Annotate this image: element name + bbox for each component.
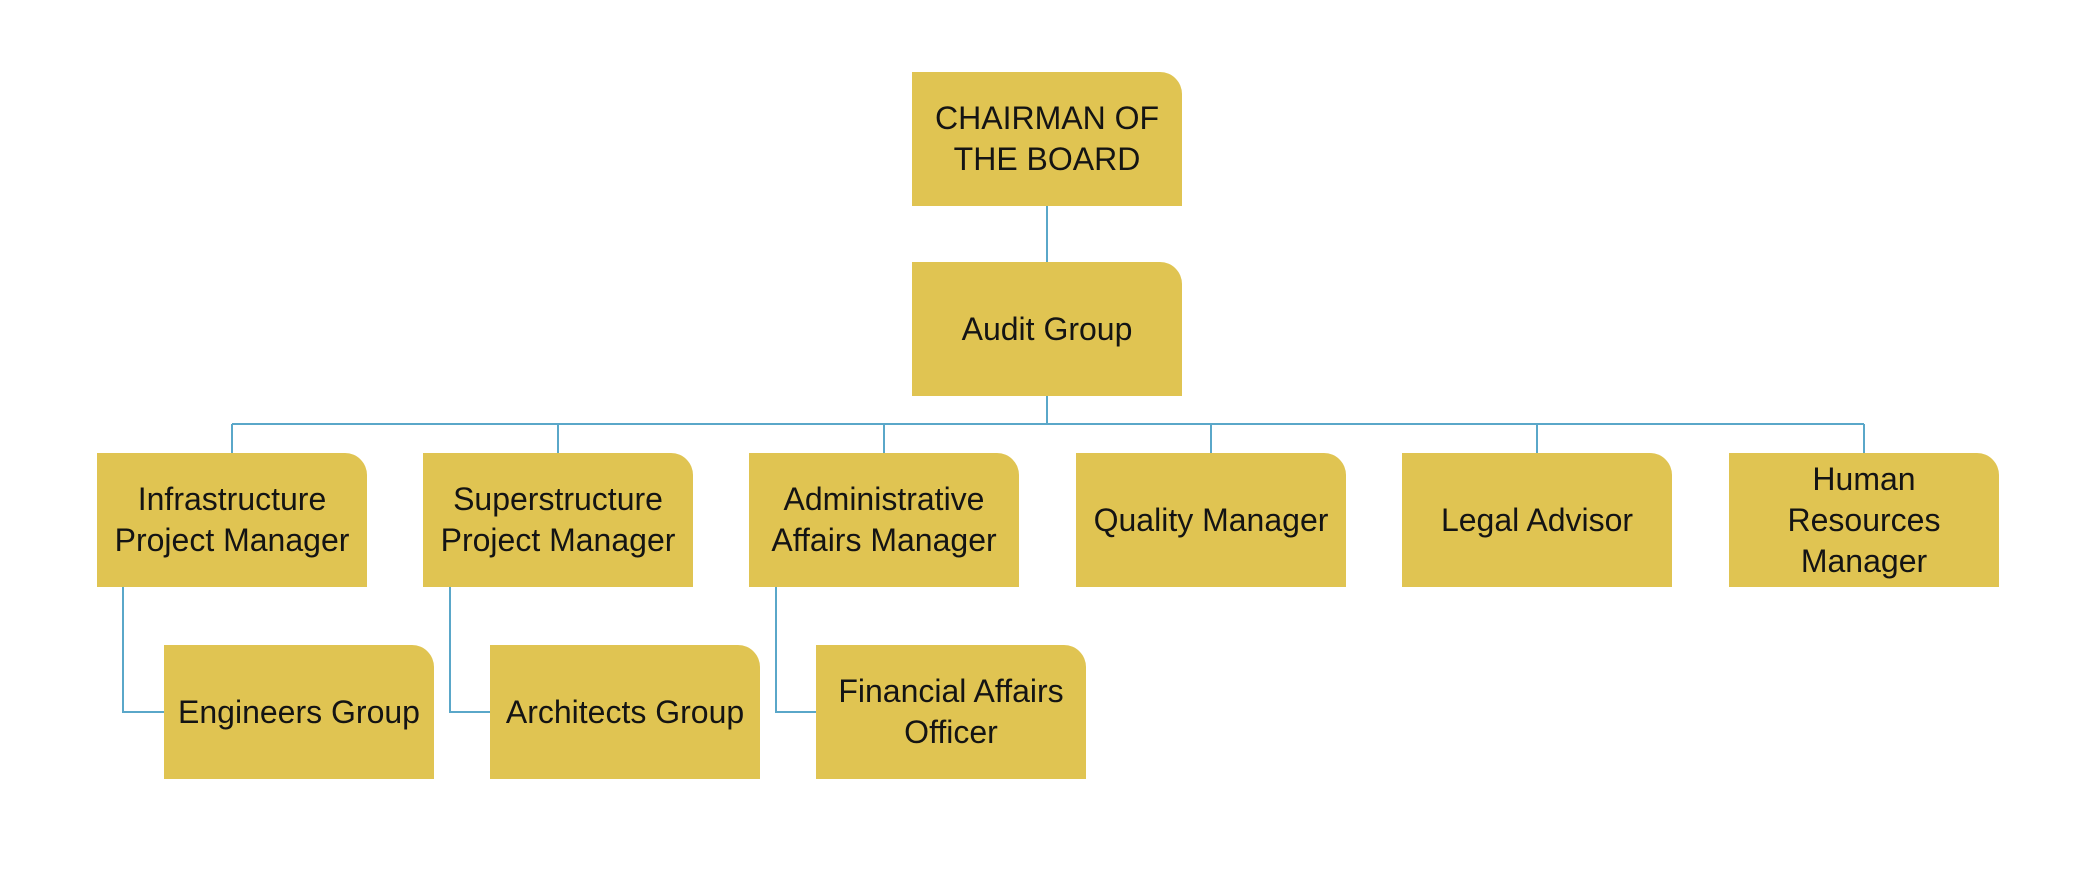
node-engineers-group: Engineers Group xyxy=(164,645,434,779)
node-label: Audit Group xyxy=(961,310,1133,347)
node-label: Architects Group xyxy=(505,693,745,730)
node-architects-group: Architects Group xyxy=(490,645,760,779)
connector-infrastructure-engineers xyxy=(122,587,165,713)
node-label: Engineers Group xyxy=(178,693,420,730)
node-financial-affairs-officer: Financial Affairs Officer xyxy=(816,645,1086,779)
node-quality-manager: Quality Manager xyxy=(1076,453,1346,587)
node-administrative-affairs-manager: Administrative Affairs Manager xyxy=(749,453,1019,587)
node-label: Legal Advisor xyxy=(1440,501,1634,538)
node-chairman-of-the-board: CHAIRMAN OF THE BOARD xyxy=(912,72,1182,206)
node-label: Quality Manager xyxy=(1093,501,1329,538)
node-label: Infrastructure Project Manager xyxy=(114,481,350,558)
node-label: CHAIRMAN OF THE BOARD xyxy=(935,100,1159,177)
node-audit-group: Audit Group xyxy=(912,262,1182,396)
node-superstructure-project-manager: Superstructure Project Manager xyxy=(423,453,693,587)
node-label: Superstructure Project Manager xyxy=(440,481,676,558)
node-label: Financial Affairs Officer xyxy=(838,673,1064,750)
node-label: Administrative Affairs Manager xyxy=(771,481,997,558)
node-legal-advisor: Legal Advisor xyxy=(1402,453,1672,587)
node-infrastructure-project-manager: Infrastructure Project Manager xyxy=(97,453,367,587)
connector-superstructure-architects xyxy=(449,587,491,713)
node-human-resources-manager: Human Resources Manager xyxy=(1729,453,1999,587)
connector-administrative-financial xyxy=(775,587,817,713)
node-label: Human Resources Manager xyxy=(1787,460,1941,579)
